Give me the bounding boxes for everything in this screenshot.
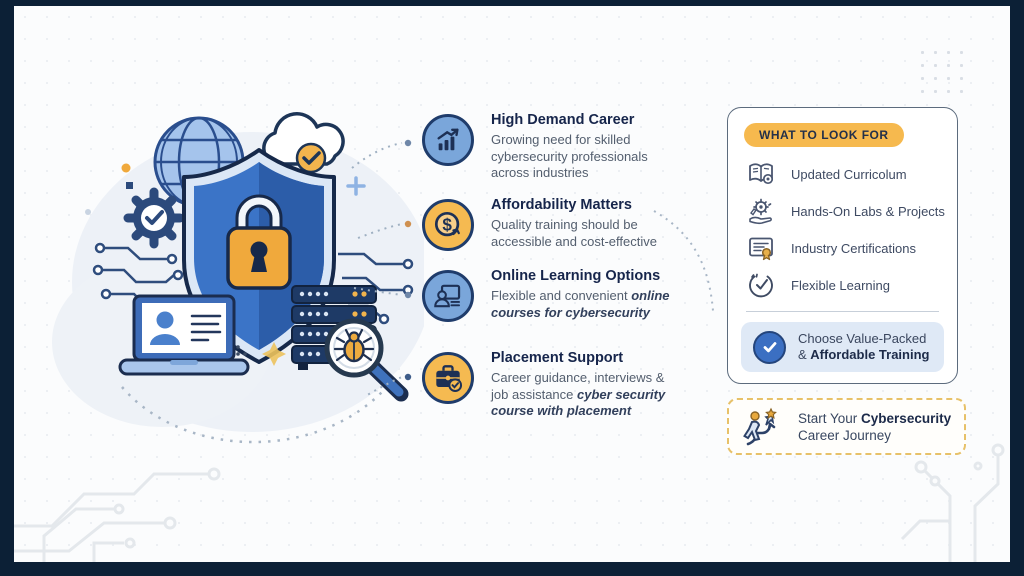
checklist-label: Flexible Learning <box>791 277 891 293</box>
cybersecurity-illustration <box>52 112 424 444</box>
growth-chart-icon <box>422 114 474 166</box>
circuit-decoration-bottom-right <box>900 443 1005 562</box>
dotted-connectors <box>351 139 412 396</box>
highlight-line2-bold: Affordable Training <box>810 347 930 362</box>
svg-text:$: $ <box>442 215 452 234</box>
laptop-icon <box>118 294 250 376</box>
dotted-connector-card <box>653 210 714 312</box>
check-circle-icon <box>753 330 786 364</box>
benefit-title: Placement Support <box>491 350 624 366</box>
clock-icon <box>749 273 773 298</box>
cta-line2: Career Journey <box>798 427 892 443</box>
benefit-description: Flexible and convenient <box>491 288 628 303</box>
checklist-label: Hands-On Labs & Projects <box>791 203 945 219</box>
benefit-item-placement: Placement Support Career guidance, inter… <box>422 350 697 420</box>
cloud-check-icon <box>262 112 345 174</box>
book-gear-icon <box>749 163 774 185</box>
server-rack-icon <box>291 285 377 370</box>
hands-on-gear-icon <box>749 198 772 225</box>
checklist-label: Industry Certifications <box>791 240 916 256</box>
cta-card: Start Your Cybersecurity Career Journey <box>727 398 966 455</box>
what-to-look-for-card: WHAT TO LOOK FOR Updated Curricolum <box>727 107 958 384</box>
benefit-description-emphasis: online courses for cybersecurity <box>491 288 670 320</box>
highlight-box: Choose Value-Packed & Affordable Trainin… <box>741 322 944 372</box>
certificate-icon <box>749 237 773 261</box>
plus-decoration <box>346 176 366 196</box>
checklist-item-certifications: Industry Certifications <box>746 232 916 264</box>
career-journey-icon <box>743 407 777 445</box>
highlight-line1: Choose Value-Packed <box>798 330 927 346</box>
benefit-description: Quality training should be accessible an… <box>491 217 657 249</box>
benefit-title: Online Learning Options <box>491 268 661 284</box>
cta-line1-prefix: Start Your <box>798 410 862 426</box>
checklist-item-curriculum: Updated Curricolum <box>746 158 907 190</box>
online-training-icon <box>422 270 474 322</box>
highlight-line2-prefix: & <box>798 347 811 362</box>
card-badge: WHAT TO LOOK FOR <box>744 123 904 147</box>
checklist-label: Updated Curricolum <box>791 166 907 182</box>
cta-line1-bold: Cybersecurity <box>861 410 952 426</box>
bug-magnifier-icon <box>324 318 409 402</box>
dot-grid-decoration <box>916 46 966 96</box>
briefcase-check-icon <box>422 352 474 404</box>
benefit-description: Growing need for skilled cybersecurity p… <box>491 132 648 180</box>
checklist-item-labs: Hands-On Labs & Projects <box>746 195 945 227</box>
circuit-decoration-bottom-left <box>14 467 221 562</box>
benefit-item-affordability: $ Affordability Matters Quality training… <box>422 197 697 251</box>
benefit-description-emphasis: cyber security course with placement <box>491 386 666 419</box>
benefit-title: Affordability Matters <box>491 197 632 213</box>
gear-check-icon <box>123 187 185 249</box>
benefit-title: High Demand Career <box>491 112 635 128</box>
benefit-description: Career guidance, interviews & job assist… <box>491 370 665 402</box>
checklist-item-flexible: Flexible Learning <box>746 269 890 301</box>
sparkle-decoration <box>262 342 286 366</box>
benefit-item-online-learning: Online Learning Options Flexible and con… <box>422 268 697 322</box>
dollar-refresh-icon: $ <box>422 199 474 251</box>
card-divider <box>746 311 939 312</box>
slide-background: High Demand Career Growing need for skil… <box>14 6 1010 562</box>
benefit-item-high-demand: High Demand Career Growing need for skil… <box>422 112 697 182</box>
